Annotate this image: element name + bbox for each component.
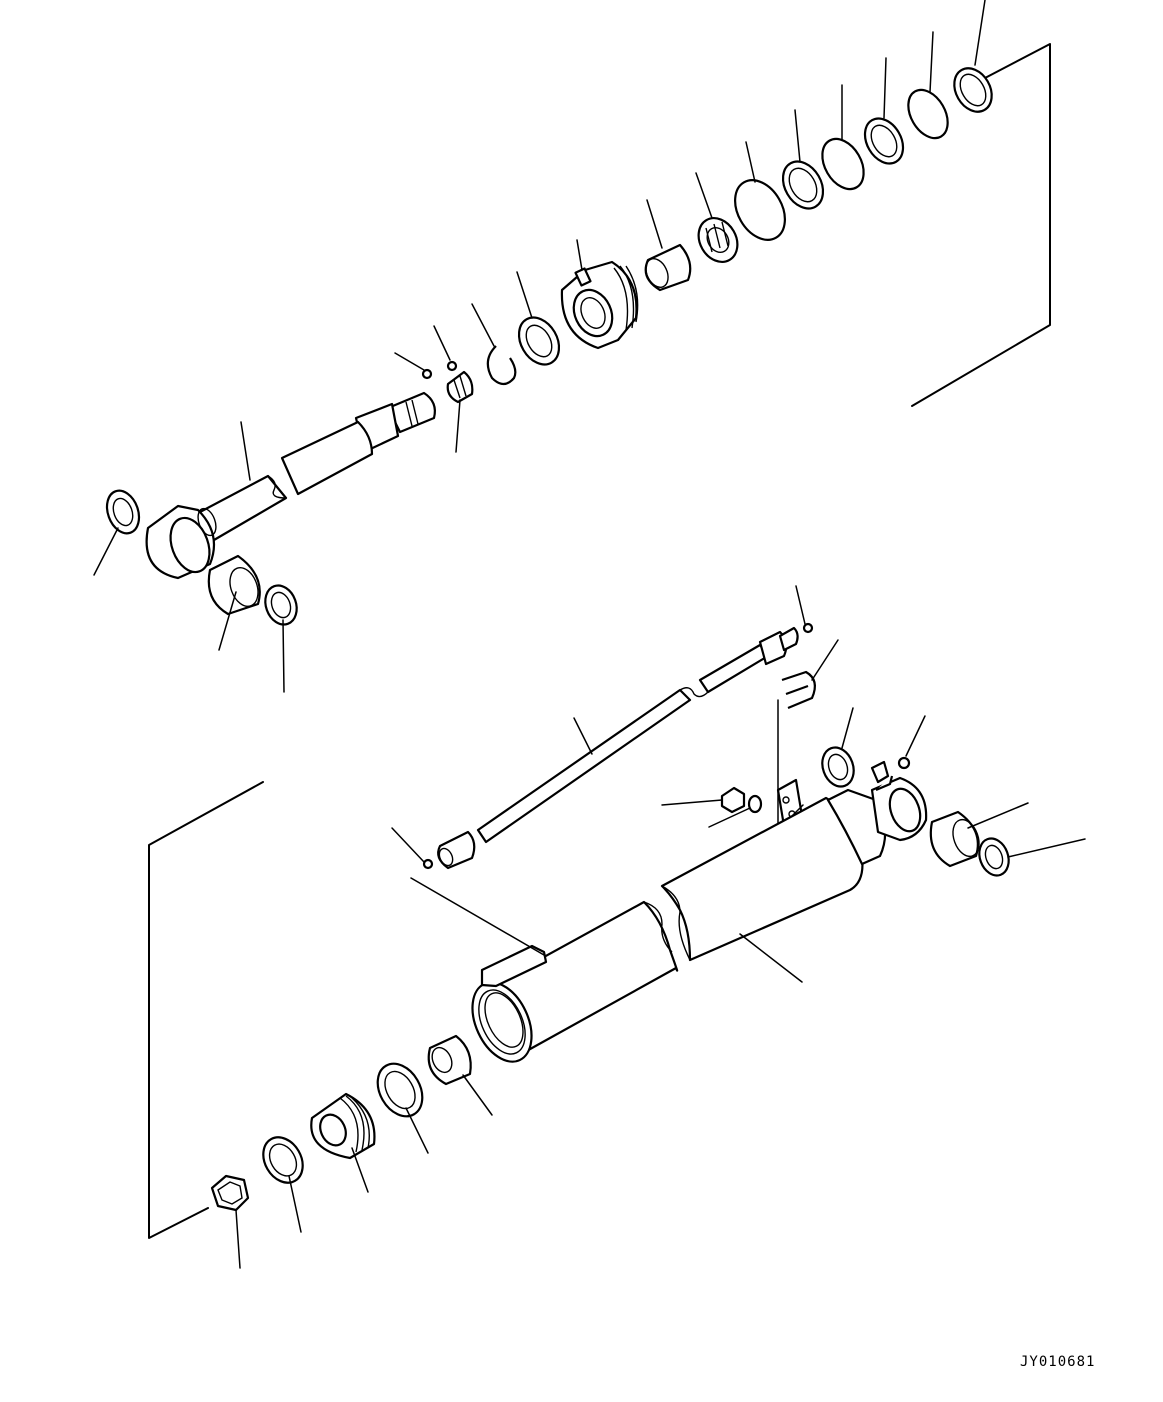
cylinder-tube-thread (478, 989, 526, 1055)
piston-rod-tip (386, 391, 436, 434)
o-ring-3 (734, 179, 786, 241)
grease-fitting-cap (897, 756, 911, 770)
pipe-break (679, 687, 709, 698)
piston-wear-ring (376, 1062, 424, 1118)
piston-rod-break (267, 475, 287, 499)
leader-lines-upper (93, 0, 986, 693)
rod-end-dust-seal (105, 489, 141, 535)
buffer-ring (781, 160, 825, 210)
drawing-id-label: JY010681 (1020, 1354, 1096, 1370)
pipe-o-ring-upper (802, 622, 814, 634)
wear-ring (517, 316, 561, 366)
rod-eye-bore (169, 516, 211, 574)
rod-end-dust-seal-2 (264, 584, 298, 626)
buffer-ring-inner (788, 167, 818, 203)
grease-fitting (870, 760, 894, 792)
bracket-line-lower (148, 781, 264, 1239)
rod-packing-ribs (705, 221, 729, 253)
o-ring-1 (907, 88, 949, 140)
pipe-o-ring-lower (422, 858, 434, 870)
cylinder-tube-port-block (480, 944, 548, 988)
bottom-dust-seal-2-inner (984, 844, 1004, 870)
steel-ball-1 (446, 360, 458, 372)
snap-ring (486, 345, 517, 386)
hydraulic-pipe (476, 688, 692, 844)
cylinder-bottom-eye-bore (888, 787, 922, 833)
u-bolt (781, 670, 817, 710)
piston-nut (210, 1174, 250, 1212)
bottom-bushing-face (952, 818, 980, 858)
piston-plug-grooves (453, 375, 467, 399)
washer (747, 794, 763, 814)
backup-ring (863, 117, 905, 165)
rod-packing-inner (706, 226, 730, 254)
cylinder-head-bore-inner (580, 297, 606, 329)
leader-lines-lower (235, 585, 1086, 1269)
cylinder-head-threads (613, 265, 639, 331)
cylinder-tube-break (643, 885, 691, 961)
wear-ring-inner (525, 324, 553, 358)
piston-ring-inner (268, 1143, 298, 1177)
rod-end-dust-seal-2-inner (270, 591, 292, 619)
piston-rod-upper (280, 420, 374, 496)
bottom-dust-seal (821, 746, 855, 788)
clamp-bracket-hole-1 (782, 796, 790, 804)
piston-ring (262, 1136, 304, 1184)
pipe-end-nipple (778, 626, 799, 652)
rod-end-dust-seal-inner (112, 497, 134, 527)
o-ring-2 (821, 137, 865, 191)
nut (720, 786, 746, 814)
cylinder-tube-rear (660, 796, 864, 962)
rod-end-bushing-face (229, 566, 259, 608)
piston-bore (319, 1113, 347, 1147)
cylinder-tube-thread-2 (484, 992, 524, 1048)
rod-assembly (93, 0, 1051, 693)
pipe-end-fitting-lower (437, 830, 476, 870)
pipe-fitting-face (438, 847, 454, 867)
bracket-line-upper (911, 43, 1051, 407)
piston-grooves (339, 1095, 370, 1153)
tube-assembly (148, 585, 1086, 1269)
hydraulic-pipe-2 (698, 643, 770, 694)
piston-wear-ring-inner (384, 1070, 416, 1110)
backup-ring-inner (870, 124, 898, 158)
piston-rod-tip-grooves (405, 399, 419, 427)
steel-ball-2 (421, 368, 433, 380)
piston-rod-lower (198, 474, 288, 542)
dust-seal-inner (959, 73, 987, 107)
bottom-dust-seal-inner (827, 753, 849, 781)
bushing-face (645, 258, 669, 288)
cushion-collar-bore (431, 1046, 453, 1074)
cylinder-head-notch (574, 267, 592, 287)
rod-eye-collar (197, 507, 217, 537)
piston-nut-face (217, 1181, 243, 1205)
dust-seal (953, 67, 993, 113)
